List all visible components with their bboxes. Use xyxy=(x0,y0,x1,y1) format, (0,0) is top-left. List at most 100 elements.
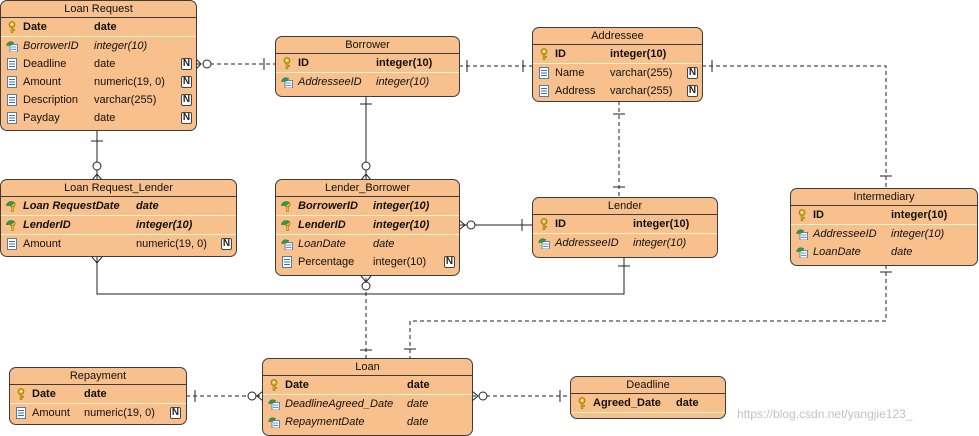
column-type: varchar(255) xyxy=(94,94,157,106)
foreign-key-icon xyxy=(268,416,280,429)
rel-end-marker xyxy=(360,275,372,283)
column-row[interactable]: Percentage integer(10) N xyxy=(276,253,459,271)
not-null-badge: N xyxy=(687,85,698,97)
rel-end-marker xyxy=(478,391,488,401)
foreign-key-icon xyxy=(796,246,808,259)
column-name: Date xyxy=(32,388,56,400)
not-null-badge: N xyxy=(181,94,192,106)
key-icon xyxy=(6,21,18,33)
column-name: AddresseeID xyxy=(298,76,362,88)
column-icon xyxy=(15,407,27,419)
column-icon xyxy=(538,85,550,97)
foreign-key-icon xyxy=(281,76,293,89)
column-type: date xyxy=(891,246,913,258)
foreign-key-icon xyxy=(796,228,808,241)
column-name: Amount xyxy=(23,238,61,250)
column-name: Percentage xyxy=(298,256,355,268)
column-icon xyxy=(6,112,18,124)
not-null-badge: N xyxy=(687,67,698,79)
column-icon xyxy=(6,238,18,250)
rel-lender-lrl xyxy=(96,257,625,295)
column-name: Date xyxy=(23,21,47,33)
column-type: date xyxy=(676,397,699,409)
entity-title: Deadline xyxy=(571,377,725,394)
watermark: https://blog.csdn.net/yangjie123_ xyxy=(737,407,913,421)
column-type: integer(10) xyxy=(373,256,427,268)
column-name: Amount xyxy=(23,76,61,88)
rel-end-marker xyxy=(361,281,371,291)
column-name: Description xyxy=(23,94,79,106)
entity-title: Intermediary xyxy=(791,189,977,206)
column-row[interactable]: AddresseeID integer(10) xyxy=(276,73,459,91)
column-type: integer(10) xyxy=(891,209,948,221)
column-row[interactable]: Description varchar(255) N xyxy=(1,91,196,109)
key-icon xyxy=(538,218,550,230)
not-null-badge: N xyxy=(444,256,455,268)
column-type: integer(10) xyxy=(891,228,945,240)
column-name: LenderID xyxy=(298,219,346,231)
not-null-badge: N xyxy=(181,112,192,124)
column-type: date xyxy=(94,58,116,70)
column-name: LoanDate xyxy=(298,238,346,250)
column-icon xyxy=(6,94,18,106)
entity-title: Loan Request_Lender xyxy=(1,180,236,197)
foreign-key-icon xyxy=(268,398,280,411)
column-row[interactable]: LoanDate date xyxy=(791,243,977,261)
column-row[interactable]: Date date xyxy=(1,18,196,37)
column-row[interactable]: RepaymentDate date xyxy=(263,413,472,431)
column-name: Date xyxy=(285,379,309,391)
column-type: integer(10) xyxy=(376,76,430,88)
column-type: date xyxy=(136,200,159,212)
column-type: date xyxy=(407,416,429,428)
rel-end-marker xyxy=(91,173,103,181)
foreign-key-icon xyxy=(281,238,293,251)
rel-end-marker xyxy=(466,220,476,230)
column-name: Payday xyxy=(23,112,60,124)
column-icon xyxy=(6,58,18,70)
rel-intermediary-loan xyxy=(409,265,887,359)
column-type: date xyxy=(94,112,116,124)
column-type: integer(10) xyxy=(633,237,687,249)
column-name: LoanDate xyxy=(813,246,861,258)
column-type: date xyxy=(407,398,429,410)
column-type: date xyxy=(94,21,117,33)
column-row[interactable]: Payday date N xyxy=(1,109,196,127)
rel-end-marker xyxy=(92,161,102,171)
column-type: integer(10) xyxy=(94,40,148,52)
column-icon xyxy=(538,67,550,79)
entity-title: Lender xyxy=(533,198,717,215)
column-name: RepaymentDate xyxy=(285,416,365,428)
